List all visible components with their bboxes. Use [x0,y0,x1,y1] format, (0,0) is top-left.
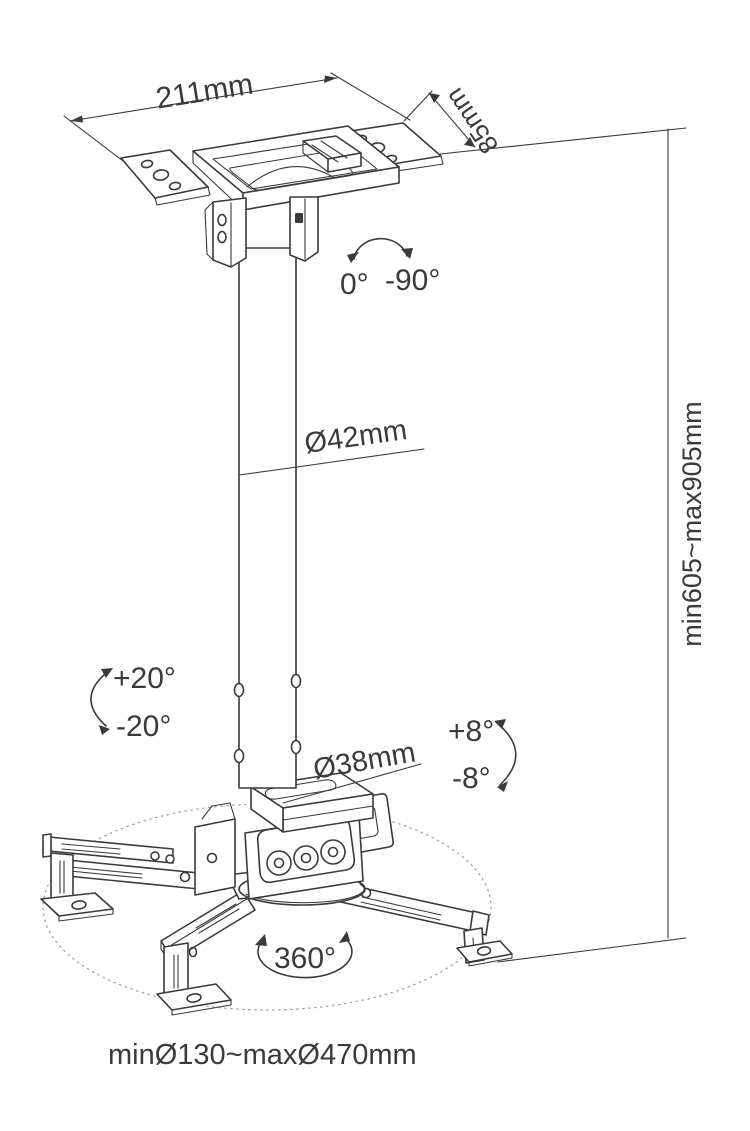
spider-arm-lower-left [156,890,256,1016]
roll-minus-label: -20° [116,710,171,743]
pivot-arc [353,237,408,260]
arm-spread-label: minØ130~maxØ470mm [108,1039,417,1071]
mount-head [194,772,394,906]
tilt-annotation: +8° -8° [448,715,517,795]
dim-height-range: min605~max905mm [439,127,707,963]
roll-annotation: +20° -20° [90,662,176,743]
rotation-annotation: 360° [255,931,353,979]
pole-pivot-annotation: 0° -90° [340,237,440,301]
rotation-label: 360° [274,942,336,975]
pivot-max-label: -90° [385,264,440,297]
ceiling-plate [120,122,444,211]
tilt-arc [496,722,517,786]
drop-pole [233,247,302,789]
plate-width-label: 211mm [154,68,256,116]
pole-screw [290,739,302,755]
roll-arc [90,669,111,727]
pivot-min-label: 0° [340,268,369,301]
spider-arm-upper-left [40,833,200,922]
height-range-label: min605~max905mm [677,401,707,646]
pole-screw [233,682,245,698]
pole-hanger-bracket [204,196,319,268]
left-bracket [194,818,236,896]
pole-screw [233,748,245,764]
tilt-minus-label: -8° [452,762,491,795]
left-wing [120,149,209,199]
lower-pole-diameter-label: Ø38mm [311,736,418,785]
roll-plus-label: +20° [113,662,176,695]
cable-arch [246,166,334,188]
spider-arm-lower-right [326,880,513,967]
tilt-plus-label: +8° [448,715,494,748]
rotation-arc [257,937,353,979]
pole-screw [290,673,302,689]
arm-spread-guide-ellipse [42,803,492,1011]
bracket-slot-hole [295,213,303,223]
